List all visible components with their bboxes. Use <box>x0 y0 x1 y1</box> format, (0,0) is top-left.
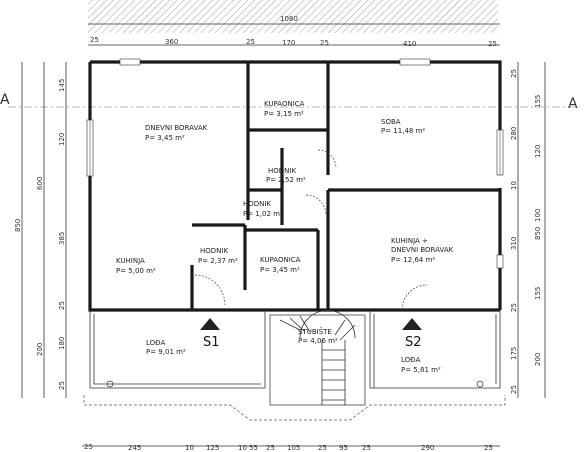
left-dim: 600 <box>36 177 44 190</box>
door-swings <box>194 149 428 311</box>
room-name: KUHINJA <box>116 257 145 265</box>
left-dim: 850 <box>14 219 22 232</box>
left-dim: 25 <box>58 381 66 390</box>
room-area: P= 9,01 m² <box>146 348 186 356</box>
overall-width-dim: 1080 <box>280 15 298 23</box>
room-area: P= 5,00 m² <box>116 267 156 275</box>
bottom-dim: 25 <box>484 444 493 452</box>
room-area: P= 3,45 m² <box>260 266 300 274</box>
entrance-label-s2: S2 <box>405 335 422 350</box>
room-area: P= 11,48 m² <box>381 127 425 135</box>
top-dim: 25 <box>246 38 255 46</box>
terrain-hatch <box>88 0 498 33</box>
top-dim: 25 <box>90 36 99 44</box>
left-dim: 120 <box>58 133 66 146</box>
room-name: HODNIK <box>200 247 228 255</box>
right-dim: 120 <box>534 145 542 158</box>
section-label-right: A <box>568 96 578 112</box>
room-area: P= 3,15 m² <box>264 110 304 118</box>
entrance-marker-s2 <box>402 318 422 330</box>
room-name: KUHINJA + <box>391 237 428 245</box>
entrance-marker-s1 <box>200 318 220 330</box>
room-area: P= 4,06 m² <box>298 337 338 345</box>
top-dim: 170 <box>282 39 295 47</box>
right-dim: 100 <box>534 209 542 222</box>
entrance-label-s1: S1 <box>203 335 220 350</box>
room-name: HODNIK <box>268 167 296 175</box>
room-name: LOĐA <box>401 356 420 364</box>
right-dim: 25 <box>510 303 518 312</box>
right-dim: 310 <box>510 237 518 250</box>
right-dim: 155 <box>534 287 542 300</box>
balconies <box>83 310 506 421</box>
room-name: STUBIŠTE <box>298 327 332 336</box>
top-dim: 410 <box>403 40 416 48</box>
room-name: SOBA <box>381 118 401 126</box>
right-dim: 175 <box>510 347 518 360</box>
left-dim: 200 <box>36 343 44 356</box>
top-dim: 25 <box>488 40 497 48</box>
right-dim: 25 <box>510 69 518 78</box>
bottom-dim: 25 <box>266 444 275 452</box>
top-dim: 360 <box>165 38 178 46</box>
right-dim: 155 <box>534 95 542 108</box>
bottom-dim: 245 <box>128 444 141 452</box>
room-area: P= 1,02 m² <box>243 210 283 218</box>
bottom-dim: 10 <box>185 444 194 452</box>
right-dim: 280 <box>510 127 518 140</box>
room-name: KUPAONICA <box>264 100 305 108</box>
right-dim: 10 <box>510 181 518 190</box>
room-name: KUPAONICA <box>260 256 301 264</box>
top-dim: 25 <box>320 39 329 47</box>
room-name: DNEVNI BORAVAK <box>145 124 208 132</box>
room-name: HODNIK <box>243 200 271 208</box>
staircase <box>269 310 366 406</box>
bottom-dim: 25 <box>318 444 327 452</box>
exterior-walls <box>88 60 502 312</box>
windows <box>86 58 504 269</box>
left-dim: 145 <box>58 79 66 92</box>
interior-walls <box>190 62 500 310</box>
room-area: P= 2,37 m² <box>198 257 238 265</box>
room-area: P= 5,81 m² <box>401 366 441 374</box>
bottom-dim: 125 <box>206 444 219 452</box>
right-dim: 25 <box>510 385 518 394</box>
room-area: P= 3,45 m² <box>145 134 185 142</box>
bottom-dim: 55 <box>249 444 258 452</box>
bottom-dim: 25 <box>362 444 371 452</box>
left-dim: 385 <box>58 232 66 245</box>
bottom-dim: 10 <box>238 444 247 452</box>
bottom-dim: 290 <box>421 444 434 452</box>
bottom-dim: 105 <box>287 444 300 452</box>
right-dim: 200 <box>534 353 542 366</box>
bottom-dim: 25 <box>84 443 93 451</box>
bottom-dim: 95 <box>339 444 348 452</box>
room-name: DNEVNI BORAVAK <box>391 246 454 254</box>
left-dim: 180 <box>58 337 66 350</box>
room-area: P= 2,52 m² <box>266 176 306 184</box>
room-name: LOĐA <box>146 339 165 347</box>
right-dim: 850 <box>534 227 542 240</box>
section-label-left: A <box>0 92 10 108</box>
room-area: P= 12,64 m² <box>391 256 435 264</box>
left-dim: 25 <box>58 301 66 310</box>
